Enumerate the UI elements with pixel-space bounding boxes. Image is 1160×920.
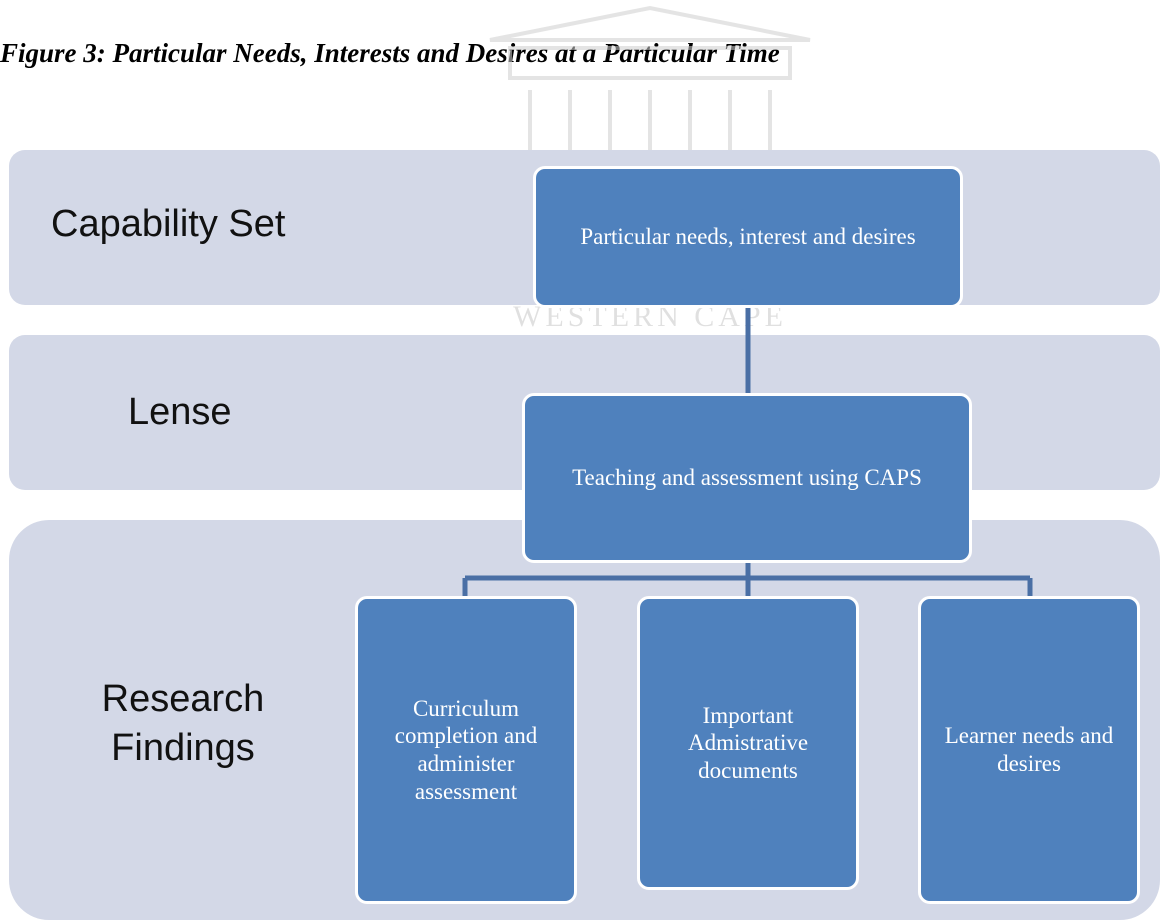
needs-interest-desires-node: Particular needs, interest and desires [533,166,963,308]
curriculum-completion-node: Curriculum completion and administer ass… [355,596,577,904]
administrative-documents-node: Important Admistrative documents [637,596,859,890]
learner-needs-node: Learner needs and desires [918,596,1140,904]
lense-label: Lense [128,391,232,433]
research-findings-label: Research Findings [101,678,265,770]
capability-set-label: Capability Set [51,203,286,245]
teaching-assessment-caps-node: Teaching and assessment using CAPS [522,393,972,563]
figure-caption: Figure 3: Particular Needs, Interests an… [0,38,780,68]
